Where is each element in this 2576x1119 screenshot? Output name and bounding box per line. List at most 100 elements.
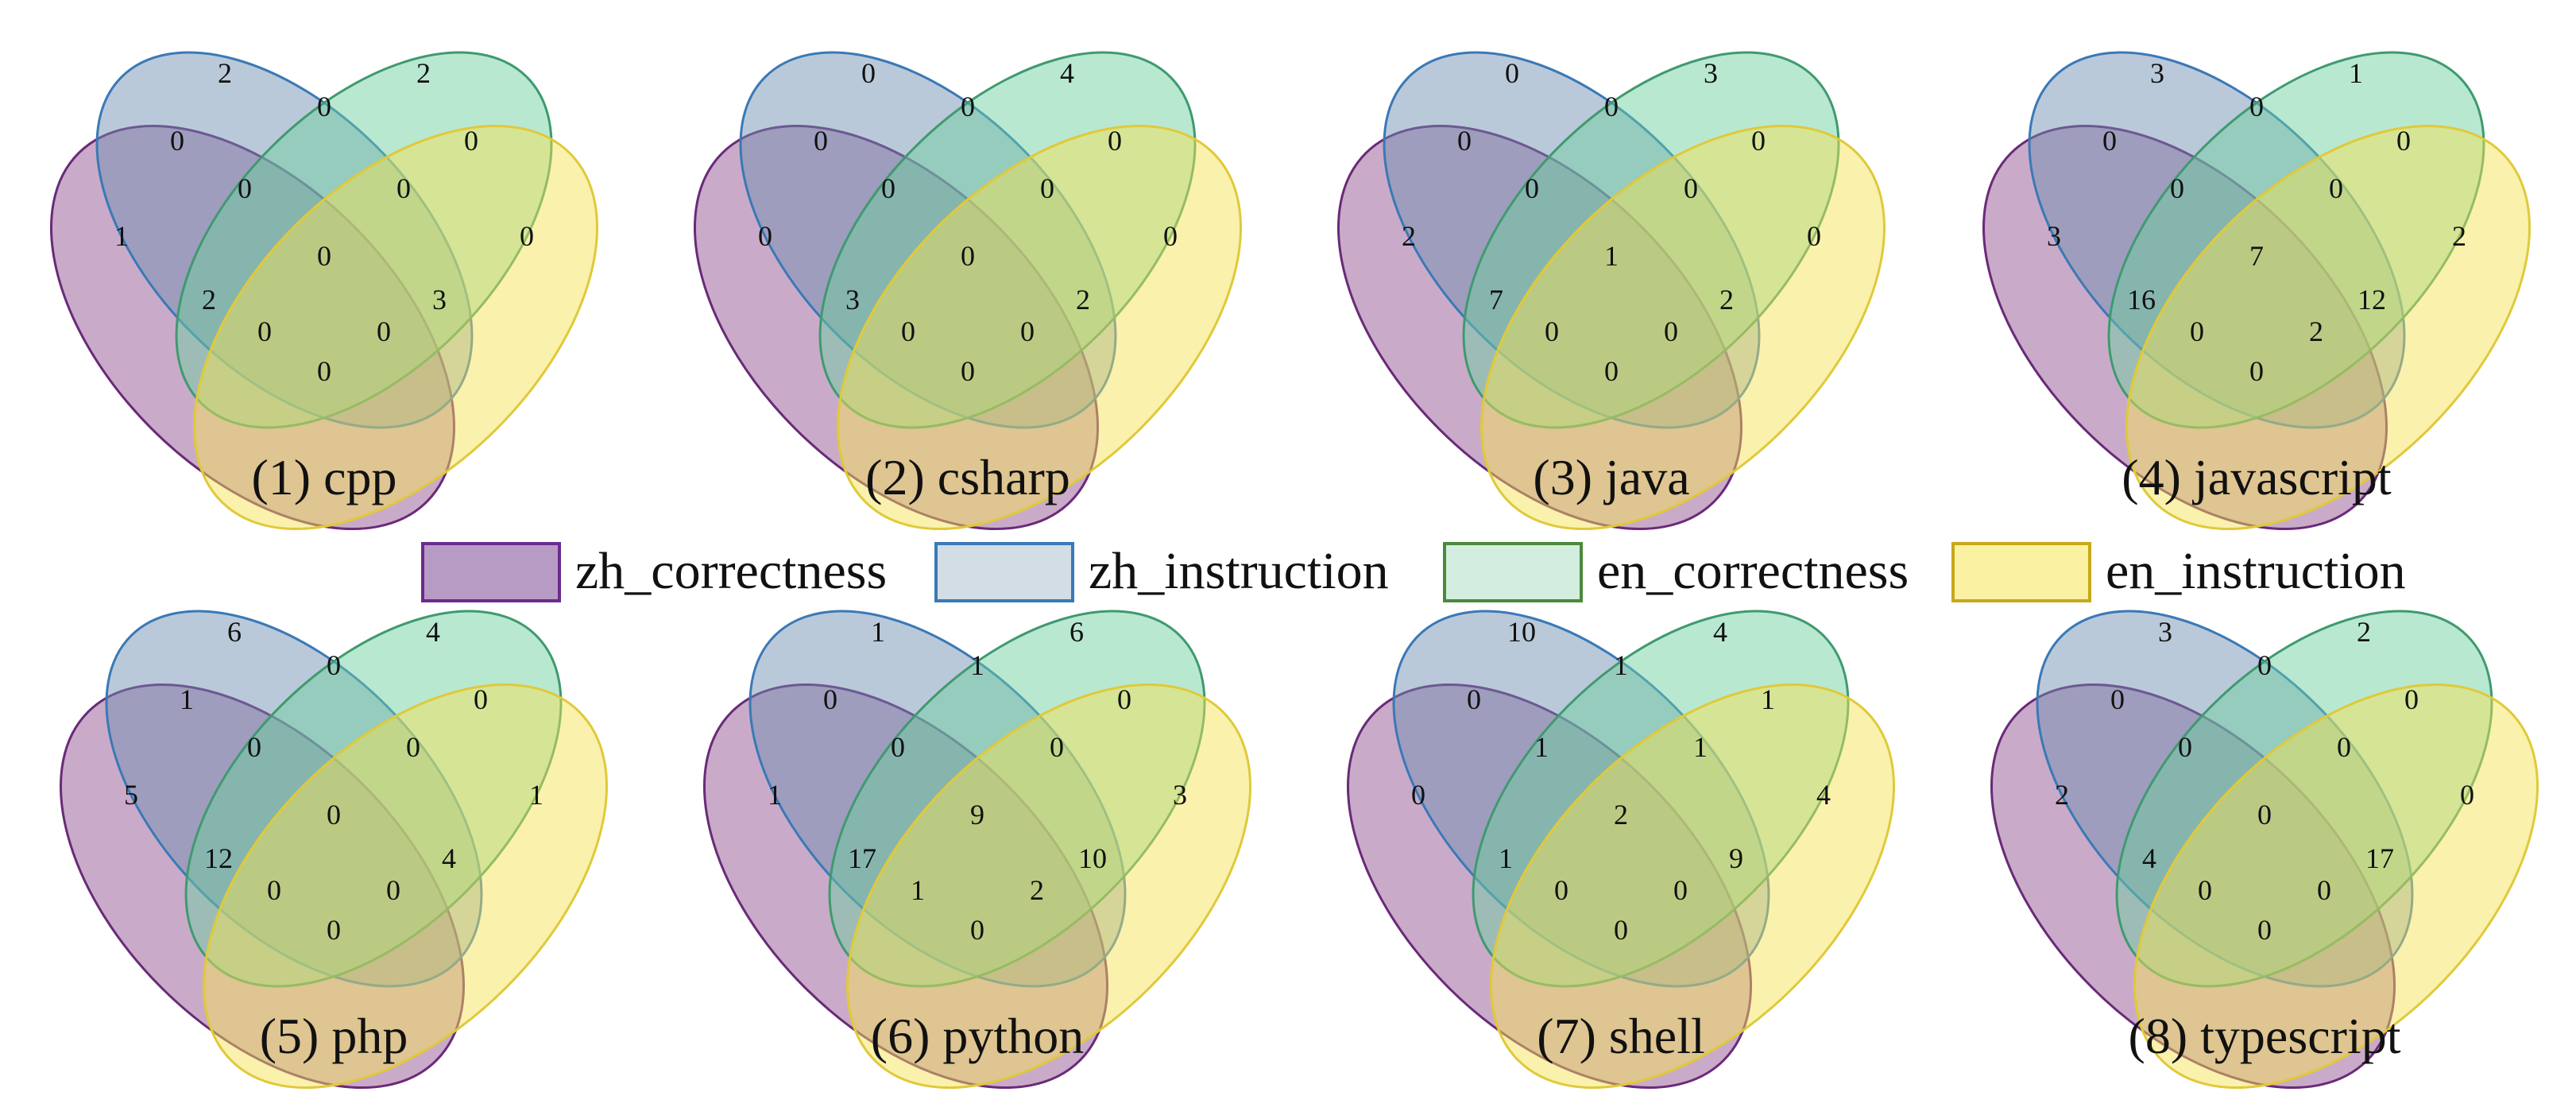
region-count-zh-correctness-only: 5 [124,779,138,811]
region-count-zh-correctness-zh-instruction-en-instruction: 0 [386,874,400,906]
region-count-en-instruction-only: 0 [520,220,534,252]
region-count-zh-correctness-only: 2 [1402,220,1416,252]
venn-set-en-correctness [184,610,563,988]
region-count-zh-correctness-en-correctness-en-instruction: 0 [267,874,281,906]
region-count-zh-correctness-zh-instruction-en-correctness: 1 [1534,731,1549,763]
legend: zh_correctness zh_instruction en_correct… [421,534,2455,609]
region-count-zh-correctness-en-correctness-en-instruction: 0 [901,316,915,347]
venn-set-en-instruction [203,683,608,1089]
region-count-zh-instruction-only: 2 [218,57,232,89]
diagram-caption: (2) csharp [865,449,1070,505]
region-count-zh-correctness-en-correctness-en-instruction: 1 [911,874,925,906]
region-count-zh-correctness-en-correctness: 7 [1489,284,1503,316]
venn-set-en-instruction [2125,125,2531,530]
region-count-zh-instruction-only: 3 [2158,616,2172,648]
legend-swatch-zh-correctness [421,542,561,602]
venn-set-zh-instruction [739,51,1117,429]
region-count-zh-instruction-en-correctness: 1 [1614,649,1628,681]
region-count-zh-correctness-en-correctness: 16 [2127,284,2156,316]
region-count-zh-correctness-en-instruction: 0 [327,914,341,946]
venn-set-en-instruction [2133,683,2539,1089]
venn-set-en-instruction [1490,683,1895,1089]
region-count-en-correctness-en-instruction: 0 [464,125,478,157]
venn-set-zh-correctness [1982,125,2388,530]
region-count-en-correctness-en-instruction: 0 [2404,683,2419,715]
region-count-en-correctness-only: 1 [2349,57,2363,89]
region-count-zh-correctness-zh-instruction: 0 [2110,683,2125,715]
venn-set-zh-instruction [105,610,483,988]
region-count-all-four: 1 [1604,240,1619,272]
region-count-en-correctness-en-instruction: 0 [2396,125,2411,157]
region-count-en-correctness-en-instruction: 1 [1761,683,1775,715]
diagram-caption: (7) shell [1537,1008,1705,1064]
diagram-caption: (1) cpp [251,449,396,505]
region-count-en-correctness-only: 4 [426,616,440,648]
venn-set-zh-instruction [1383,51,1761,429]
region-count-en-correctness-only: 6 [1069,616,1084,648]
region-count-zh-instruction-en-instruction: 17 [2365,842,2394,874]
region-count-zh-correctness-only: 1 [768,779,782,811]
region-count-zh-instruction-en-correctness: 1 [970,649,984,681]
region-count-zh-correctness-en-correctness-en-instruction: 0 [1545,316,1559,347]
region-count-zh-instruction-en-correctness-en-instruction: 0 [2329,172,2343,204]
region-count-zh-correctness-zh-instruction-en-correctness: 0 [238,172,252,204]
legend-label-en-instruction: en_instruction [2106,542,2406,600]
venn-set-en-correctness [1462,51,1840,429]
region-count-zh-correctness-en-correctness: 4 [2142,842,2156,874]
region-count-zh-correctness-en-instruction: 0 [970,914,984,946]
region-count-en-correctness-en-instruction: 0 [1108,125,1122,157]
region-count-zh-instruction-only: 0 [1505,57,1519,89]
region-count-zh-instruction-only: 3 [2150,57,2164,89]
region-count-en-instruction-only: 0 [1807,220,1821,252]
region-count-zh-instruction-en-correctness-en-instruction: 1 [1693,731,1708,763]
region-count-zh-correctness-zh-instruction: 1 [180,683,194,715]
region-count-zh-correctness-en-correctness-en-instruction: 0 [1554,874,1568,906]
venn-set-en-instruction [193,125,598,530]
venn-set-zh-instruction [1392,610,1770,988]
region-count-zh-correctness-en-correctness-en-instruction: 0 [2190,316,2204,347]
region-count-all-four: 0 [2257,799,2272,831]
diagram-caption: (4) javascript [2122,449,2392,505]
region-count-zh-correctness-en-correctness: 12 [204,842,233,874]
region-count-zh-correctness-zh-instruction-en-instruction: 0 [377,316,391,347]
region-count-zh-instruction-en-correctness: 0 [2249,91,2264,122]
venn-set-zh-instruction [2036,610,2414,988]
region-count-zh-correctness-en-correctness: 17 [848,842,876,874]
region-count-zh-correctness-zh-instruction-en-instruction: 0 [1020,316,1035,347]
region-count-zh-correctness-only: 2 [2055,779,2069,811]
region-count-zh-correctness-zh-instruction: 0 [823,683,837,715]
region-count-en-correctness-only: 2 [416,57,431,89]
region-count-zh-instruction-only: 0 [861,57,876,89]
venn-set-en-correctness [2107,51,2485,429]
venn-set-zh-correctness [60,683,465,1089]
diagram-caption: (3) java [1533,449,1689,505]
region-count-zh-instruction-en-instruction: 2 [1719,284,1734,316]
diagram-caption: (8) typescript [2129,1008,2401,1064]
region-count-en-instruction-only: 4 [1816,779,1831,811]
diagram-caption: (6) python [871,1008,1084,1064]
region-count-en-correctness-only: 4 [1713,616,1727,648]
diagram-caption: (5) php [260,1008,408,1064]
venn-set-zh-instruction [748,610,1127,988]
region-count-zh-instruction-en-correctness-en-instruction: 0 [396,172,411,204]
region-count-zh-correctness-zh-instruction-en-correctness: 0 [891,731,905,763]
venn-set-en-instruction [1480,125,1886,530]
legend-label-zh-correctness: zh_correctness [575,542,888,600]
venn-set-zh-correctness [1337,125,1742,530]
region-count-zh-correctness-zh-instruction-en-instruction: 0 [2317,874,2331,906]
region-count-zh-correctness-zh-instruction-en-correctness: 0 [1525,172,1539,204]
region-count-zh-correctness-en-instruction: 0 [2249,355,2264,387]
region-count-zh-instruction-en-correctness-en-instruction: 0 [1040,172,1054,204]
region-count-zh-correctness-zh-instruction-en-instruction: 0 [1664,316,1678,347]
region-count-zh-instruction-en-correctness-en-instruction: 0 [1684,172,1698,204]
region-count-all-four: 0 [961,240,975,272]
region-count-en-correctness-en-instruction: 0 [474,683,488,715]
region-count-en-correctness-only: 4 [1060,57,1074,89]
region-count-all-four: 0 [327,799,341,831]
region-count-zh-correctness-zh-instruction: 0 [2102,125,2117,157]
